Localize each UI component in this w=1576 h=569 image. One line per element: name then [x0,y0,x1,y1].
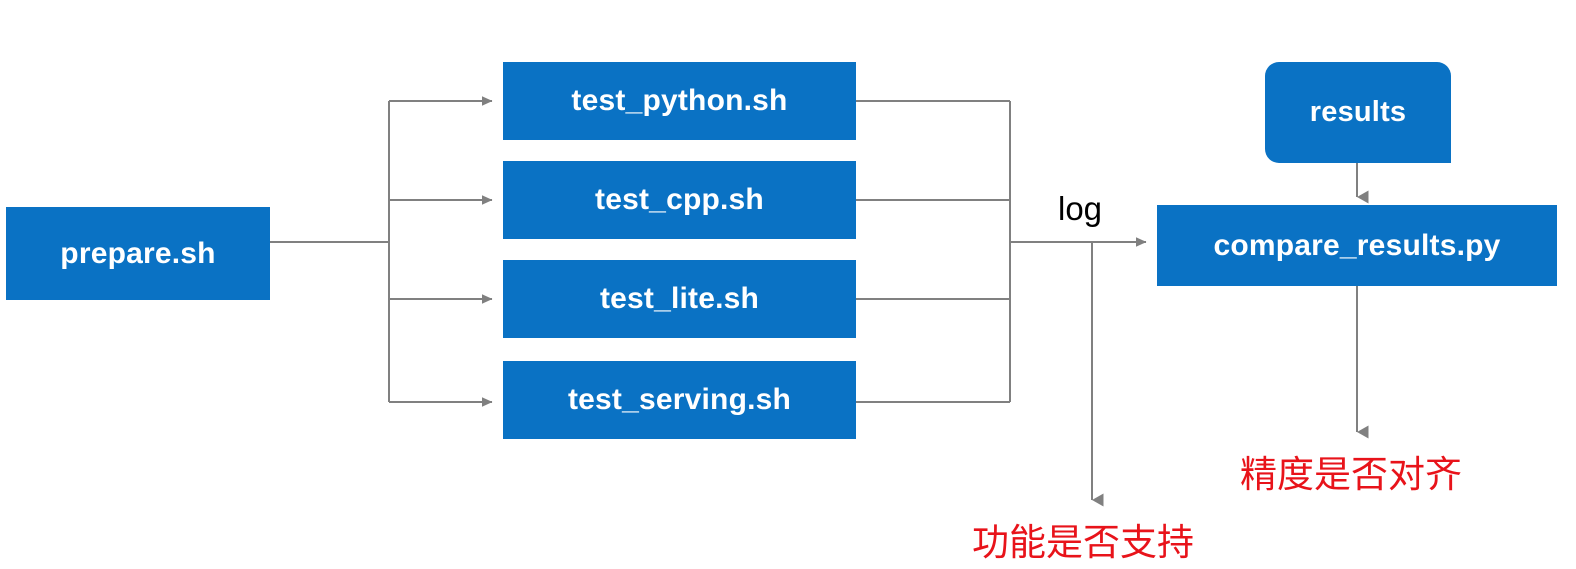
node-results-label: results [1309,96,1407,128]
node-test-cpp-sh-label: test_cpp.sh [595,183,764,216]
node-results[interactable]: results [1265,62,1451,163]
annotation-function-supported: 功能是否支持 [972,521,1194,564]
node-test-lite-sh[interactable]: test_lite.sh [503,260,856,338]
node-prepare-sh-label: prepare.sh [60,236,216,270]
edge-label-log: log [1058,190,1103,227]
node-test-serving-sh[interactable]: test_serving.sh [503,361,856,439]
node-test-serving-sh-label: test_serving.sh [567,383,792,416]
node-test-python-sh[interactable]: test_python.sh [503,62,856,140]
node-compare-results-py-label: compare_results.py [1213,228,1501,262]
node-test-cpp-sh[interactable]: test_cpp.sh [503,161,856,239]
node-test-python-sh-label: test_python.sh [571,84,788,117]
node-test-lite-sh-label: test_lite.sh [599,282,760,315]
node-prepare-sh[interactable]: prepare.sh [6,207,270,300]
node-compare-results-py[interactable]: compare_results.py [1157,205,1557,286]
annotation-precision-aligned: 精度是否对齐 [1240,453,1462,496]
